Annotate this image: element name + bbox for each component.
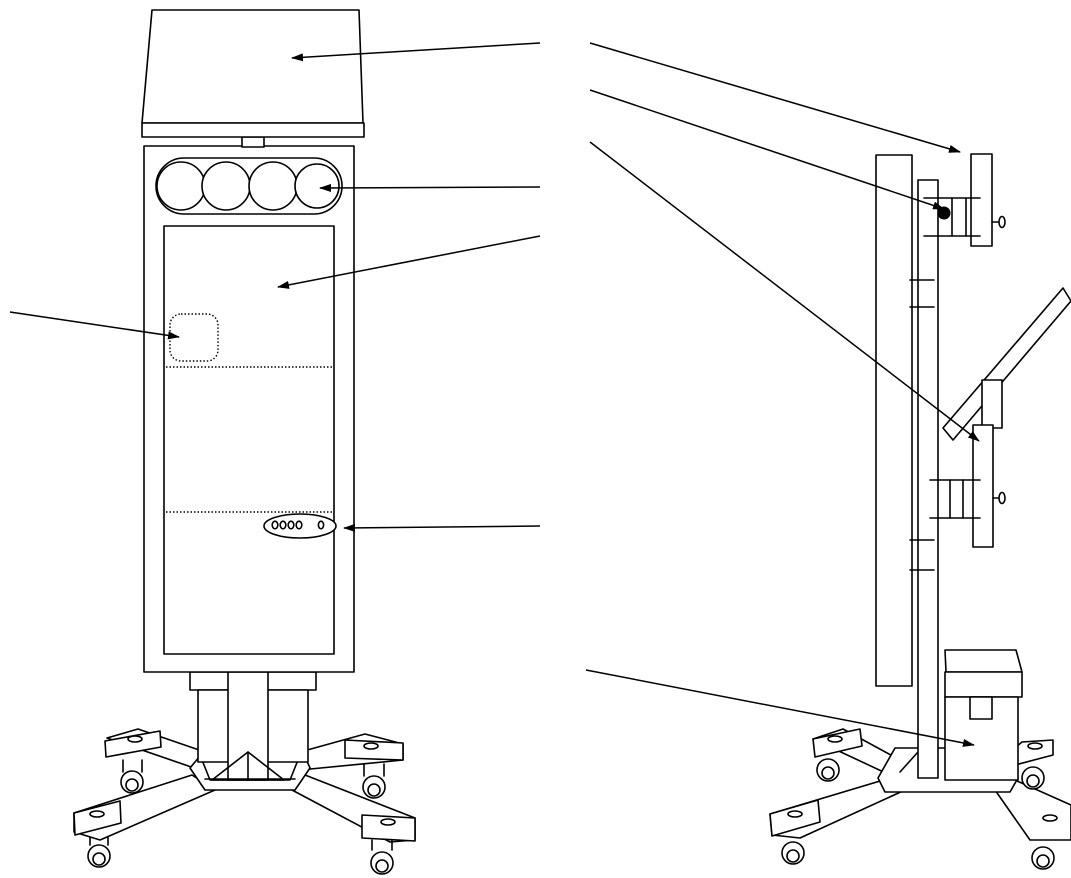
lower-mount [929, 287, 1071, 548]
side-display-panel [875, 154, 913, 687]
front-column [189, 671, 317, 781]
side-mast [917, 179, 939, 779]
mast-ticks [909, 279, 935, 571]
indicator-light [294, 163, 340, 209]
tray-support [981, 379, 1003, 429]
thumb-screw [998, 215, 1006, 229]
upper-mount [923, 153, 1006, 247]
leader-arrow-upper-mount [589, 42, 961, 153]
control-button-group [263, 513, 337, 539]
caster-socket [1042, 814, 1058, 822]
caster-wheel [362, 763, 386, 799]
control-button [317, 520, 325, 530]
control-button [279, 520, 287, 530]
leader-arrow-front-panel [277, 235, 541, 289]
upper-mount-plate [970, 153, 993, 247]
monitor-bezel-bottom [141, 122, 365, 138]
caster-socket [827, 735, 843, 743]
indicator-strip [155, 157, 343, 215]
psu-upper [944, 671, 1023, 698]
caster-wheel [816, 758, 840, 782]
control-button [295, 520, 303, 530]
leader-arrow-power-supply [585, 669, 975, 747]
lower-mount-plate [972, 424, 994, 548]
indicator-light [248, 161, 298, 211]
caster-socket [1027, 742, 1043, 750]
monitor-screen [141, 9, 364, 124]
leader-arrow-hidden-module [9, 311, 180, 340]
caster-wheel [1031, 846, 1055, 870]
caster-wheel [370, 839, 394, 875]
leader-arrow-indicators [319, 183, 541, 192]
base-arm-back-right-end [344, 739, 404, 761]
base-arm-front-right-end [361, 814, 416, 842]
caster-socket [363, 742, 379, 750]
base-arm-front-left-end [73, 800, 122, 836]
indicator-light [156, 161, 206, 211]
front-panel [163, 225, 335, 655]
base-arm-back-left-end [104, 730, 162, 758]
thumb-screw [998, 491, 1006, 505]
side-base-arm-front-left-end [769, 799, 821, 837]
caster-socket [89, 810, 105, 818]
caster-socket [787, 810, 803, 818]
leader-arrow-lower-mount [589, 141, 980, 442]
power-supply-box [944, 649, 1023, 781]
psu-body [944, 696, 1019, 781]
front-view [73, 9, 416, 875]
caster-wheel [781, 841, 805, 865]
psu-vent [969, 696, 993, 720]
caster-socket [127, 735, 143, 743]
leader-arrow-monitor [291, 42, 541, 62]
caster-wheel [87, 836, 111, 868]
side-base-arm-back-left-end [812, 728, 863, 758]
caster-wheel [120, 759, 144, 794]
leader-arrows [9, 42, 980, 747]
leader-arrow-pivot-knob [589, 89, 945, 210]
control-button [271, 520, 279, 530]
side-view [769, 153, 1071, 870]
control-button [287, 520, 295, 530]
leader-arrow-controls [343, 523, 541, 532]
monitor-neck [241, 136, 265, 148]
pivot-knob [937, 206, 951, 220]
monitor [141, 9, 365, 138]
caster-socket [380, 818, 396, 826]
psu-lid [944, 649, 1023, 673]
tilted-tray [942, 287, 1071, 441]
indicator-light [201, 161, 251, 211]
caster-wheel [1021, 766, 1045, 790]
